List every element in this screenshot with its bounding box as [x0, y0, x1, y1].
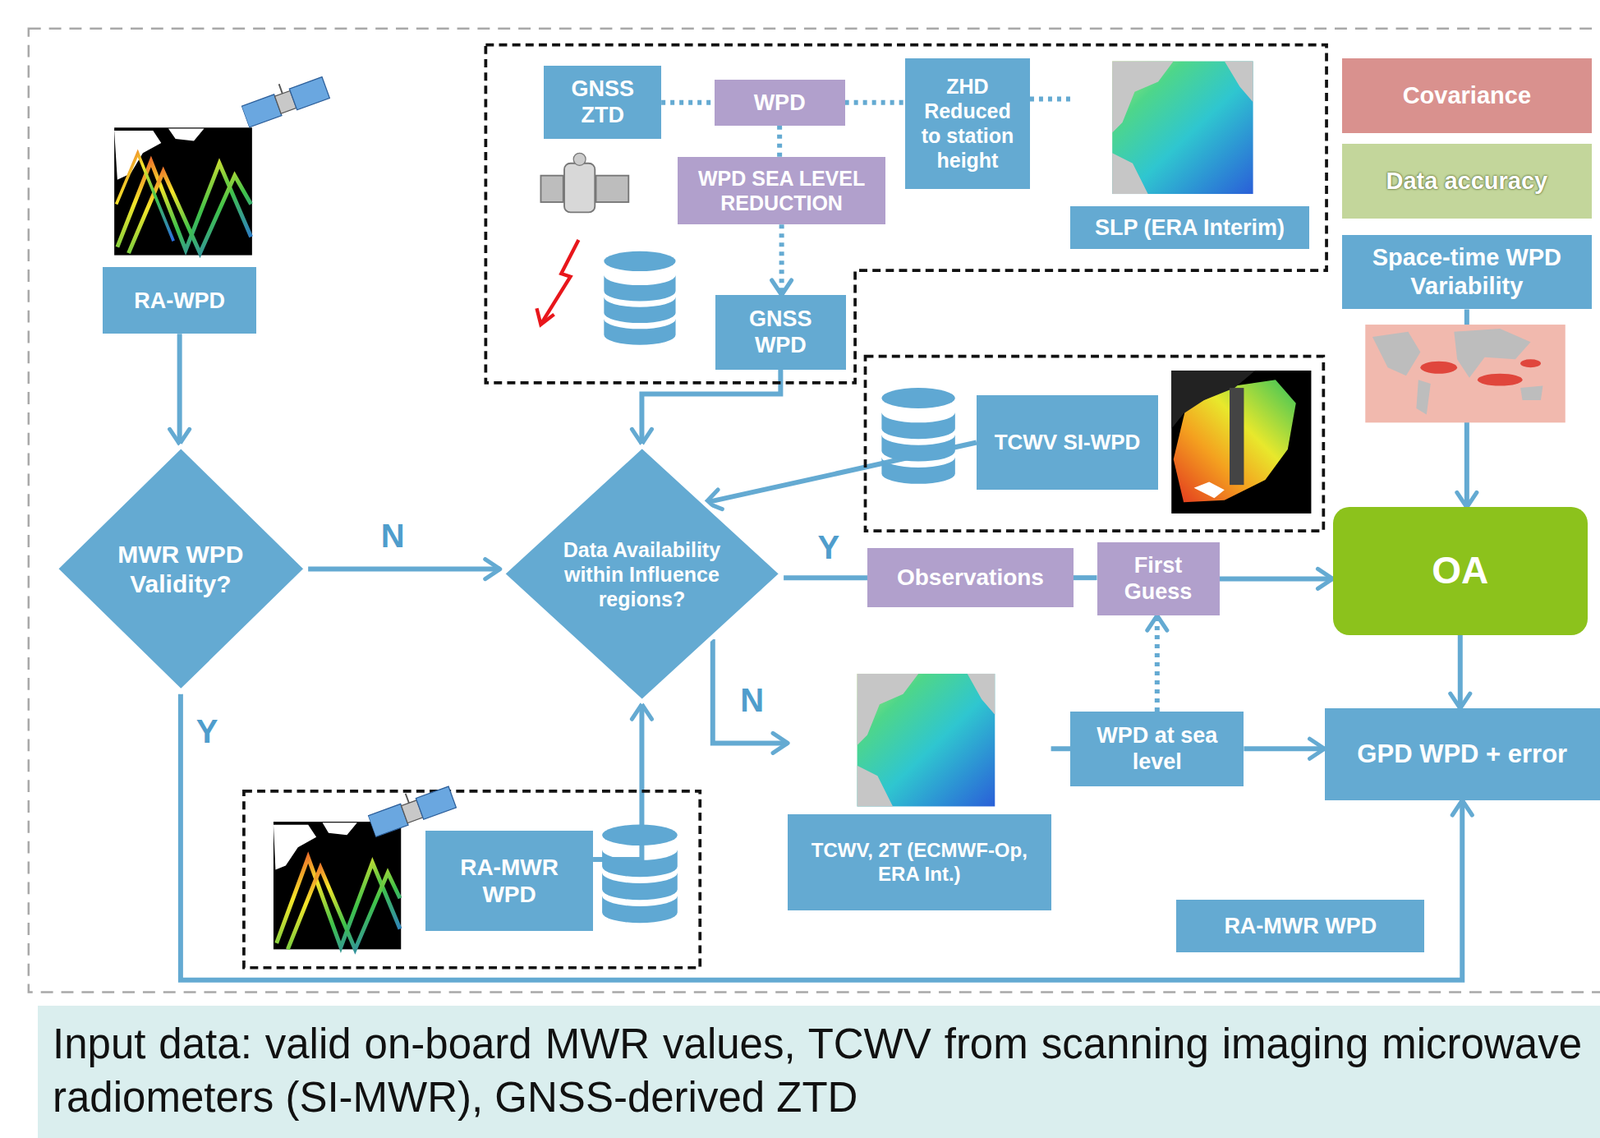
node-text: RA-MWR WPD — [432, 853, 587, 909]
flow-arrow — [712, 639, 788, 743]
source-box: RA-MWR WPD — [425, 830, 594, 931]
group-bracket — [243, 790, 700, 968]
node-text: RA-WPD — [133, 287, 226, 314]
node-text: WPD SEA LEVEL REDUCTION — [684, 165, 879, 216]
node-text: Data accuracy — [1386, 166, 1549, 196]
group-bracket — [485, 45, 1327, 383]
legend-box: Covariance — [1342, 58, 1592, 134]
process-box: GNSS ZTD — [543, 65, 662, 139]
node-text: ZHD Reduced to station height — [911, 73, 1024, 173]
node-text: TCWV SI-WPD — [994, 429, 1141, 456]
line-label-box: RA-MWR WPD — [1176, 899, 1425, 953]
node-text: MWR WPD Validity? — [101, 539, 261, 599]
dotted-arrow — [661, 100, 714, 106]
database-icon — [881, 387, 955, 484]
map-box: SLP (ERA Interim) — [1070, 61, 1310, 250]
node-text: GNSS WPD — [721, 305, 840, 359]
process-box: First Guess — [1097, 542, 1220, 616]
flow-arrow — [180, 694, 1463, 980]
output-box: GPD WPD + error — [1324, 708, 1600, 800]
node-text: Observations — [896, 563, 1044, 592]
flow-arrow — [1219, 575, 1334, 581]
node-text: Space-time WPD Variability — [1348, 243, 1586, 301]
diamond-outline — [55, 445, 307, 691]
tcwv-map — [1171, 370, 1311, 514]
node-text: WPD — [754, 89, 806, 116]
tcwv-2t-map — [857, 673, 996, 807]
world-map — [1365, 324, 1566, 423]
flow-arrow — [308, 566, 501, 572]
edge-label: Y — [817, 528, 840, 566]
process-box: WPD at sea level — [1070, 711, 1244, 787]
database-icon — [602, 824, 678, 924]
legend-box: Space-time WPD Variability — [1342, 234, 1592, 310]
flow-arrow — [1073, 574, 1098, 580]
decision-diamond: Data Availability within Influence regio… — [500, 443, 784, 704]
process-box: Observations — [867, 547, 1074, 607]
group-bracket — [865, 356, 1325, 531]
edge-label: N — [381, 517, 405, 555]
altimeter-track-map — [114, 68, 330, 255]
slp-map — [1112, 61, 1253, 195]
node-text: Data Availability within Influence regio… — [553, 537, 730, 612]
legend-box: Data accuracy — [1342, 143, 1592, 219]
caption-text: Input data: valid on-board MWR values, T… — [52, 1016, 1582, 1125]
process-box: GNSS WPD — [715, 294, 846, 370]
flow-arrow — [641, 369, 781, 445]
dotted-arrow — [779, 224, 785, 295]
edge-label: Y — [196, 712, 219, 750]
source-box: RA-WPD — [102, 266, 256, 334]
gnss-satellite — [540, 152, 629, 212]
dotted-arrow — [1029, 96, 1071, 102]
node-text: WPD at sea level — [1076, 721, 1237, 776]
dotted-arrow — [1154, 615, 1160, 712]
flow-arrow — [1051, 745, 1072, 751]
caption-band: Input data: valid on-board MWR values, T… — [37, 1005, 1600, 1138]
flow-arrow — [783, 574, 868, 580]
diamond-outline — [502, 445, 782, 702]
diamond-shape — [53, 443, 309, 694]
node-text: GNSS ZTD — [550, 75, 655, 129]
process-box: WPD — [714, 79, 846, 126]
source-box: TCWV SI-WPD — [976, 395, 1159, 491]
node-text: First Guess — [1103, 551, 1214, 606]
node-text: OA — [1431, 547, 1489, 594]
node-text: SLP (ERA Interim) — [1070, 206, 1310, 249]
process-box: ZHD Reduced to station height — [905, 58, 1030, 189]
node-text: Covariance — [1402, 81, 1532, 111]
decision-diamond: MWR WPD Validity? — [53, 443, 309, 694]
outer-frame — [28, 28, 1600, 993]
node-text: TCWV, 2T (ECMWF-Op, ERA Int.) — [787, 813, 1052, 911]
dotted-arrow — [845, 100, 906, 106]
process-box: WPD SEA LEVEL REDUCTION — [677, 156, 886, 225]
database-icon — [603, 251, 676, 345]
node-text: GPD WPD + error — [1356, 738, 1568, 769]
flow-arrow — [1243, 745, 1325, 751]
edge-label: N — [740, 681, 764, 719]
node-text: RA-MWR WPD — [1223, 912, 1377, 939]
dotted-arrow — [777, 125, 782, 158]
flow-arrow — [1457, 634, 1463, 709]
analysis-box: OA — [1333, 506, 1589, 635]
signal-bolt — [536, 239, 579, 325]
flow-arrow — [177, 333, 183, 444]
map-box: TCWV, 2T (ECMWF-Op, ERA Int.) — [787, 673, 1052, 911]
